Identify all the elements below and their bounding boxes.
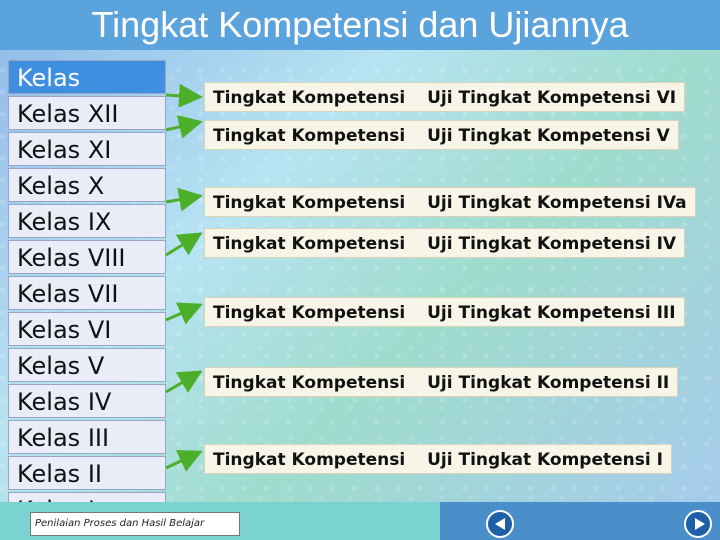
arrow-level-vi bbox=[165, 83, 203, 108]
arrow-level-i bbox=[165, 450, 203, 472]
level-box-iv: Tingkat Kompetensi Uji Tingkat Kompetens… bbox=[204, 228, 686, 258]
level-test-label: Uji Tingkat Kompetensi IV bbox=[427, 234, 677, 254]
level-label: Tingkat Kompetensi bbox=[213, 303, 406, 323]
class-item-xi: Kelas XI bbox=[8, 132, 166, 166]
class-item-vi: Kelas VI bbox=[8, 312, 166, 346]
level-test-label: Uji Tingkat Kompetensi I bbox=[427, 450, 663, 470]
level-box-ii: Tingkat Kompetensi Uji Tingkat Kompetens… bbox=[204, 367, 679, 397]
next-arrow-icon[interactable] bbox=[684, 510, 712, 538]
arrow-level-iva bbox=[165, 187, 203, 212]
level-test-label: Uji Tingkat Kompetensi II bbox=[427, 373, 670, 393]
level-label: Tingkat Kompetensi bbox=[213, 126, 406, 146]
class-item-x: Kelas X bbox=[8, 168, 166, 202]
class-item-xii: Kelas XII bbox=[8, 96, 166, 130]
level-label: Tingkat Kompetensi bbox=[213, 373, 406, 393]
arrow-level-iv bbox=[165, 232, 203, 257]
class-item-v: Kelas V bbox=[8, 348, 166, 382]
arrow-level-ii bbox=[165, 370, 203, 394]
level-box-vi: Tingkat Kompetensi Uji Tingkat Kompetens… bbox=[204, 82, 686, 112]
class-item-ix: Kelas IX bbox=[8, 204, 166, 238]
slide-title: Tingkat Kompetensi dan Ujiannya bbox=[0, 0, 720, 50]
class-item-ii: Kelas II bbox=[8, 456, 166, 490]
arrow-level-iii bbox=[165, 302, 203, 325]
level-box-v: Tingkat Kompetensi Uji Tingkat Kompetens… bbox=[204, 120, 679, 150]
class-item-iii: Kelas III bbox=[8, 420, 166, 454]
class-header: Kelas bbox=[8, 60, 166, 94]
footer-right-panel bbox=[440, 502, 720, 540]
level-label: Tingkat Kompetensi bbox=[213, 234, 406, 254]
level-box-iva: Tingkat Kompetensi Uji Tingkat Kompetens… bbox=[204, 187, 696, 217]
level-label: Tingkat Kompetensi bbox=[213, 450, 406, 470]
class-item-iv: Kelas IV bbox=[8, 384, 166, 418]
level-label: Tingkat Kompetensi bbox=[213, 88, 406, 108]
level-test-label: Uji Tingkat Kompetensi IVa bbox=[427, 193, 687, 213]
level-box-i: Tingkat Kompetensi Uji Tingkat Kompetens… bbox=[204, 444, 672, 474]
level-test-label: Uji Tingkat Kompetensi III bbox=[427, 303, 676, 323]
level-box-iii: Tingkat Kompetensi Uji Tingkat Kompetens… bbox=[204, 297, 685, 327]
arrow-level-v bbox=[165, 115, 203, 139]
level-label: Tingkat Kompetensi bbox=[213, 193, 406, 213]
level-test-label: Uji Tingkat Kompetensi VI bbox=[427, 88, 677, 108]
class-item-viii: Kelas VIII bbox=[8, 240, 166, 274]
level-test-label: Uji Tingkat Kompetensi V bbox=[427, 126, 670, 146]
class-item-vii: Kelas VII bbox=[8, 276, 166, 310]
prev-arrow-icon[interactable] bbox=[486, 510, 514, 538]
footer-label: Penilaian Proses dan Hasil Belajar bbox=[30, 512, 240, 536]
